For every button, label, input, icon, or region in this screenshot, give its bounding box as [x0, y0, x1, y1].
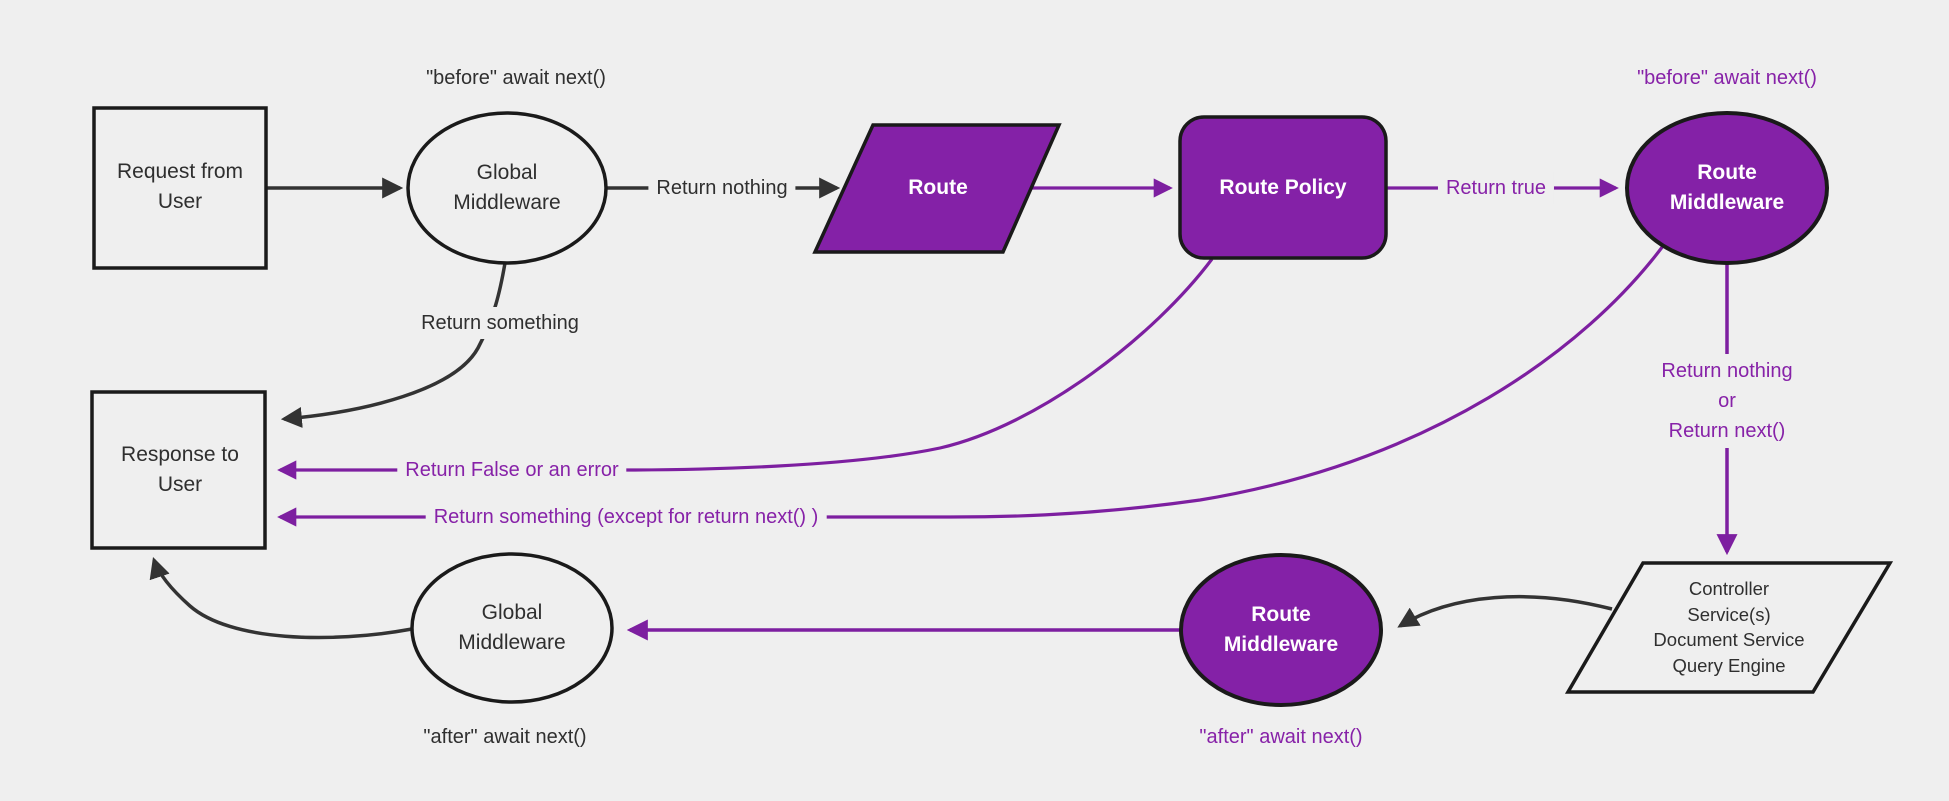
edge-controller-to-route-middleware-bottom — [1397, 594, 1613, 628]
controller-node-line-2: Service(s) — [1687, 603, 1771, 625]
response-node-shape — [90, 390, 267, 550]
route-policy-node-shape — [1178, 115, 1388, 260]
response-node-label: Response to User — [121, 443, 239, 496]
before-await-next-route-label: "before" await next() — [1637, 67, 1817, 89]
controller-node-line-1: Controller — [1688, 578, 1770, 599]
edge-route-middleware-return-something-to-response — [277, 245, 1665, 527]
controller-node-label: Controller Service(s) Document Service Q… — [1653, 576, 1804, 678]
route-middleware-top-node-shape — [1625, 111, 1829, 265]
route-middleware-bottom-node-shape — [1179, 553, 1383, 707]
return-something-label: Return something — [413, 307, 587, 339]
controller-node-shape — [1564, 561, 1894, 694]
route-middleware-bottom-node-label: Route Middleware — [1223, 603, 1339, 656]
return-nothing-label: Return nothing — [648, 172, 796, 204]
route-node-shape — [812, 123, 1062, 254]
global-middleware-bottom-node-shape — [410, 552, 614, 704]
request-node-shape — [92, 106, 268, 270]
return-nothing-or-next-line-1: Return nothing — [1661, 360, 1793, 382]
global-middleware-top-node-label: Global Middleware — [453, 161, 561, 214]
return-nothing-or-next-label: Return nothing or Return next() — [1653, 354, 1801, 448]
return-true-label: Return true — [1437, 172, 1555, 204]
return-false-label: Return False or an error — [397, 454, 627, 486]
edge-route-policy-return-false-to-response — [277, 258, 1214, 480]
controller-node-line-4: Query Engine — [1672, 654, 1786, 676]
route-node-label: Route — [908, 176, 968, 199]
after-await-next-global-label: "after" await next() — [423, 726, 587, 748]
controller-node-line-3: Document Service — [1653, 629, 1805, 650]
return-something-except-label: Return something (except for return next… — [425, 501, 827, 533]
route-policy-node-label: Route Policy — [1219, 176, 1347, 199]
global-middleware-bottom-node-label: Global Middleware — [458, 601, 566, 654]
request-node-label: Request from User — [116, 160, 244, 213]
after-await-next-route-label: "after" await next() — [1199, 726, 1363, 748]
route-middleware-top-node-label: Route Middleware — [1669, 161, 1785, 214]
global-middleware-top-node-shape — [406, 111, 608, 265]
return-nothing-or-next-line-2: or — [1718, 390, 1736, 412]
edge-global-middleware-bottom-to-response — [149, 557, 413, 640]
return-nothing-or-next-line-3: Return next() — [1668, 420, 1786, 442]
before-await-next-global-label: "before" await next() — [426, 67, 606, 89]
edge-global-middleware-return-something-to-response — [280, 262, 507, 428]
